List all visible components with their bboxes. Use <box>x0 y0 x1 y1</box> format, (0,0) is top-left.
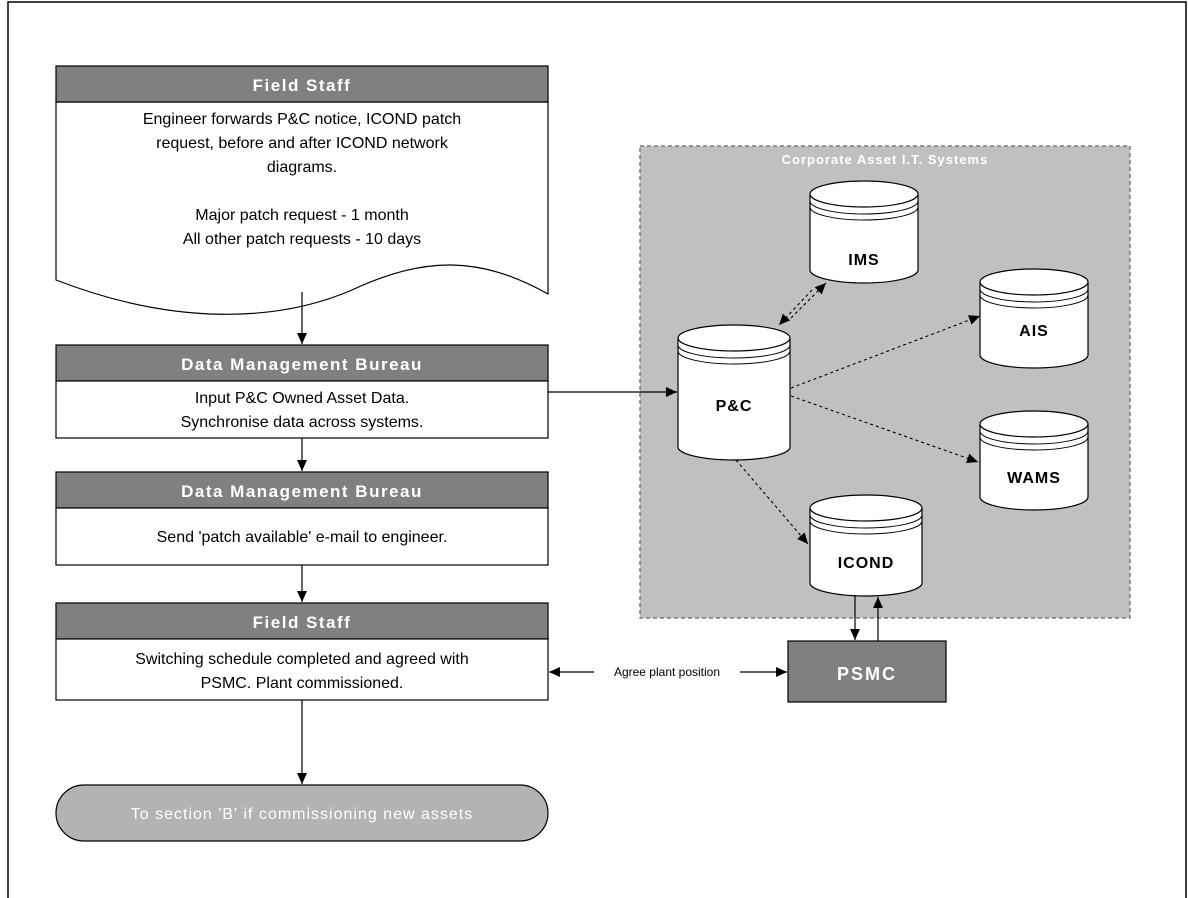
step-text-line: Engineer forwards P&C notice, ICOND patc… <box>143 111 461 128</box>
step-text-line: All other patch requests - 10 days <box>183 231 421 248</box>
arrow-pc-to-ais <box>790 315 981 389</box>
step-text-line: Synchronise data across systems. <box>181 414 424 431</box>
step-text-line: Switching schedule completed and agreed … <box>135 651 469 668</box>
agree-plant-position-connector: Agree plant position <box>549 665 787 679</box>
psmc-box <box>787 640 947 703</box>
step-field-staff-notice: Field Staff Engineer forwards P&C notice… <box>55 65 549 315</box>
arrow-ims-to-pc <box>778 289 813 326</box>
step-data-management-input: Data Management Bureau Input P&C Owned A… <box>55 344 549 439</box>
step-header-bar <box>55 65 549 103</box>
step-text-line: diagrams. <box>267 159 337 176</box>
database-label: AIS <box>1019 323 1049 340</box>
database-label: IMS <box>848 252 879 269</box>
database-label: ICOND <box>838 555 895 572</box>
step-header: Field Staff <box>253 76 352 95</box>
pc-sync-connections <box>735 282 981 545</box>
arrow-pc-to-ims <box>790 282 827 319</box>
step-text-line: request, before and after ICOND network <box>156 135 449 152</box>
arrow-pc-to-icond <box>735 459 809 545</box>
step-header: Data Management Bureau <box>181 482 423 501</box>
terminator-text: To section 'B' if commissioning new asse… <box>131 806 473 823</box>
agree-plant-position-label: Agree plant position <box>614 665 720 679</box>
step-header-bar <box>55 344 549 382</box>
step-data-management-email: Data Management Bureau Send 'patch avail… <box>55 471 549 566</box>
terminator-section-b: To section 'B' if commissioning new asse… <box>55 784 549 842</box>
document-shape <box>55 101 549 315</box>
database-label: WAMS <box>1007 470 1061 487</box>
step-text-line: Major patch request - 1 month <box>195 207 408 224</box>
database-ims: IMS <box>809 180 919 284</box>
database-icond: ICOND <box>809 494 923 597</box>
step-text-line: Input P&C Owned Asset Data. <box>195 390 409 407</box>
step-field-staff-switching: Field Staff Switching schedule completed… <box>55 602 549 701</box>
step-header: Data Management Bureau <box>181 355 423 374</box>
database-label: P&C <box>716 398 753 415</box>
step-header-bar <box>55 602 549 640</box>
step-header: Field Staff <box>253 613 352 632</box>
step-body <box>55 380 549 439</box>
step-text-line: Send 'patch available' e-mail to enginee… <box>157 529 448 546</box>
corporate-systems-title: Corporate Asset I.T. Systems <box>782 152 989 167</box>
page-border <box>7 1 1187 898</box>
psmc-label: PSMC <box>837 664 897 684</box>
database-pc: P&C <box>677 324 791 461</box>
terminator-shape <box>55 784 549 842</box>
psmc-node: PSMC <box>787 640 947 703</box>
step-body <box>55 638 549 701</box>
database-wams: WAMS <box>979 410 1089 511</box>
step-body <box>55 507 549 566</box>
step-header-bar <box>55 471 549 509</box>
step-text-line: PSMC. Plant commissioned. <box>201 675 404 692</box>
database-ais: AIS <box>979 268 1089 369</box>
